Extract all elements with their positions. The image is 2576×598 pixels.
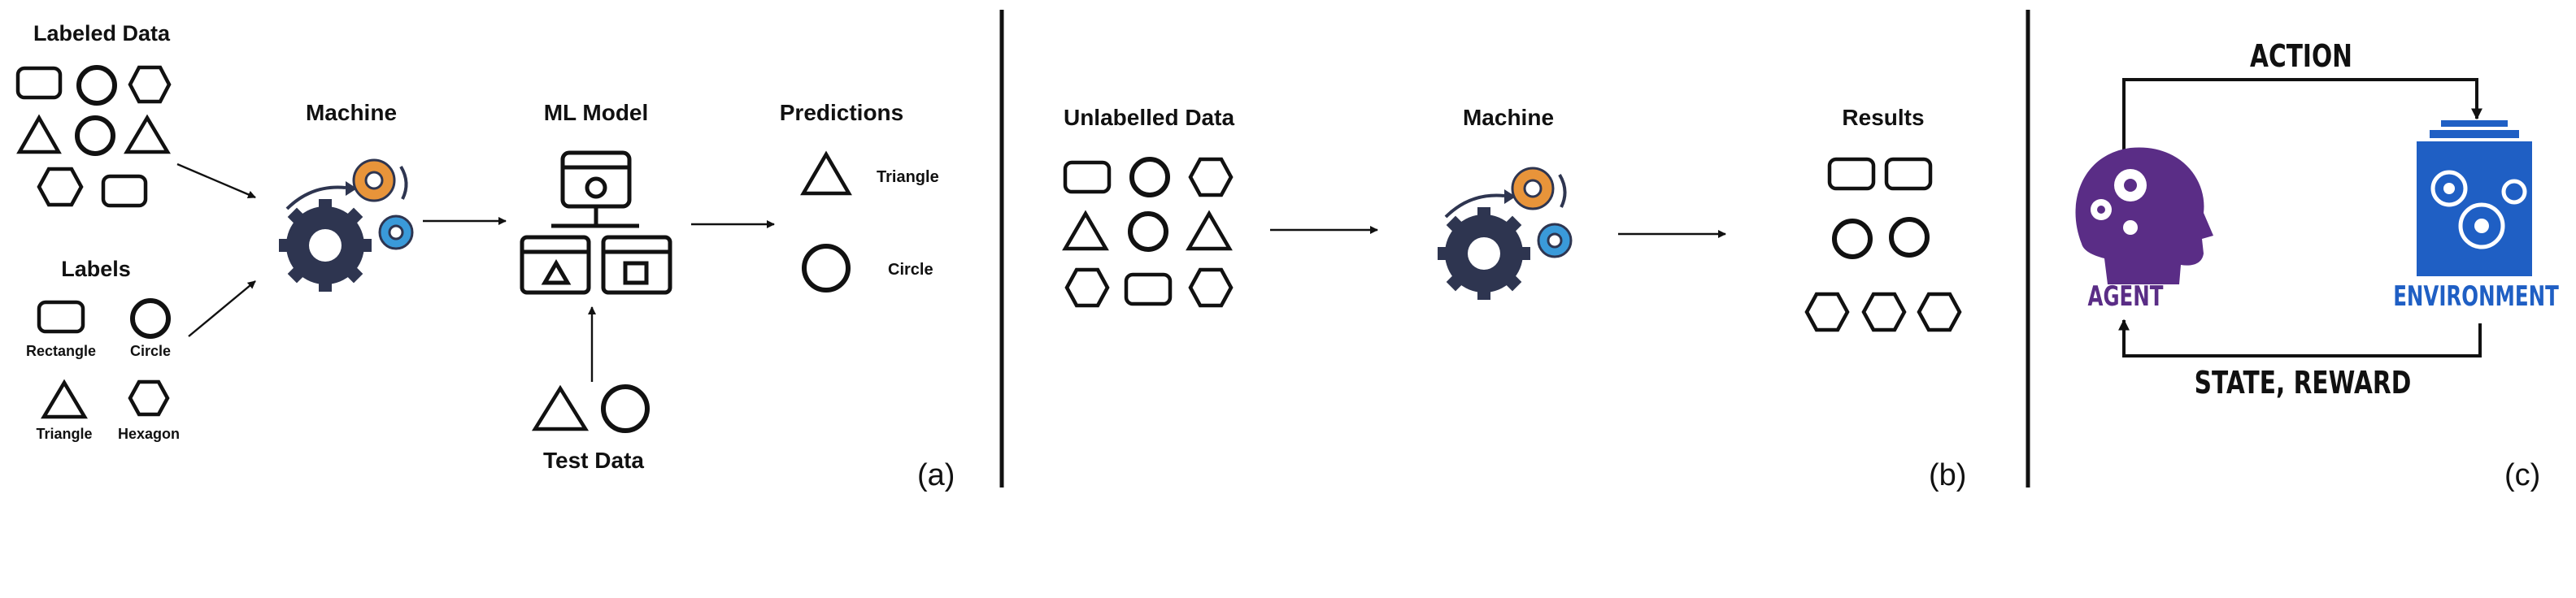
hexagon-icon <box>128 379 170 417</box>
agent-label: AGENT <box>2088 280 2165 312</box>
results-shapes <box>1804 157 1962 332</box>
test-circle-shape <box>601 384 650 433</box>
prediction-circle-shape <box>802 244 851 292</box>
legend-circle-label: Circle <box>130 343 171 359</box>
test-triangle-shape <box>531 384 590 431</box>
circle-shape <box>76 65 117 106</box>
legend-rectangle-label: Rectangle <box>26 343 96 359</box>
panel-b: Unlabelled Data Machine <box>1062 105 1966 492</box>
legend-triangle-label: Triangle <box>36 426 92 442</box>
test-data-title: Test Data <box>543 448 644 473</box>
environment-icon <box>2417 120 2532 276</box>
triangle-shape <box>16 114 62 154</box>
prediction-triangle-label: Triangle <box>877 168 939 186</box>
circle-icon <box>130 298 171 339</box>
panel-c: ACTION STATE, REWARD AGENT ENVIRONMENT (… <box>2075 38 2559 492</box>
agent-head-icon <box>2075 147 2213 284</box>
state-reward-label: STATE, REWARD <box>2195 365 2412 401</box>
prediction-circle-label: Circle <box>888 261 933 279</box>
predictions-title: Predictions <box>780 100 903 125</box>
panel-a: Labeled Data Labels Rectangle Circle Tri… <box>15 21 955 492</box>
machine-gears-icon <box>279 158 414 292</box>
results-title: Results <box>1842 105 1924 130</box>
hexagon-shape <box>128 65 172 104</box>
machine-title: Machine <box>306 100 397 125</box>
rectangle-icon <box>37 300 85 334</box>
ml-model-title: ML Model <box>544 100 649 125</box>
environment-label: ENVIRONMENT <box>2393 280 2559 312</box>
machine-b-gears-icon <box>1438 167 1573 300</box>
panel-c-label: (c) <box>2504 458 2540 492</box>
panel-b-label: (b) <box>1929 458 1966 492</box>
action-label: ACTION <box>2250 38 2352 75</box>
panel-a-label: (a) <box>917 458 955 492</box>
rectangle-shape <box>15 66 63 100</box>
unlabelled-data-shapes <box>1062 157 1234 308</box>
labels-title: Labels <box>61 257 131 281</box>
state-reward-arrow <box>2118 318 2482 358</box>
hexagon-shape <box>37 167 84 207</box>
prediction-triangle-shape <box>800 150 852 196</box>
action-arrow <box>2122 78 2482 156</box>
machine-b-title: Machine <box>1463 105 1554 130</box>
circle-shape <box>75 115 115 156</box>
labeled-data-shapes <box>15 65 172 208</box>
arrow-labeled-to-machine <box>176 162 256 199</box>
triangle-icon <box>41 379 88 419</box>
rectangle-shape <box>101 174 148 208</box>
unlabelled-data-title: Unlabelled Data <box>1064 105 1234 130</box>
ml-model-icon <box>520 150 672 295</box>
legend-hexagon-label: Hexagon <box>118 426 180 442</box>
triangle-shape <box>124 114 171 154</box>
arrow-labels-to-machine <box>188 280 256 337</box>
labels-legend: Rectangle Circle Triangle Hexagon <box>26 298 180 442</box>
labeled-data-title: Labeled Data <box>33 21 171 46</box>
